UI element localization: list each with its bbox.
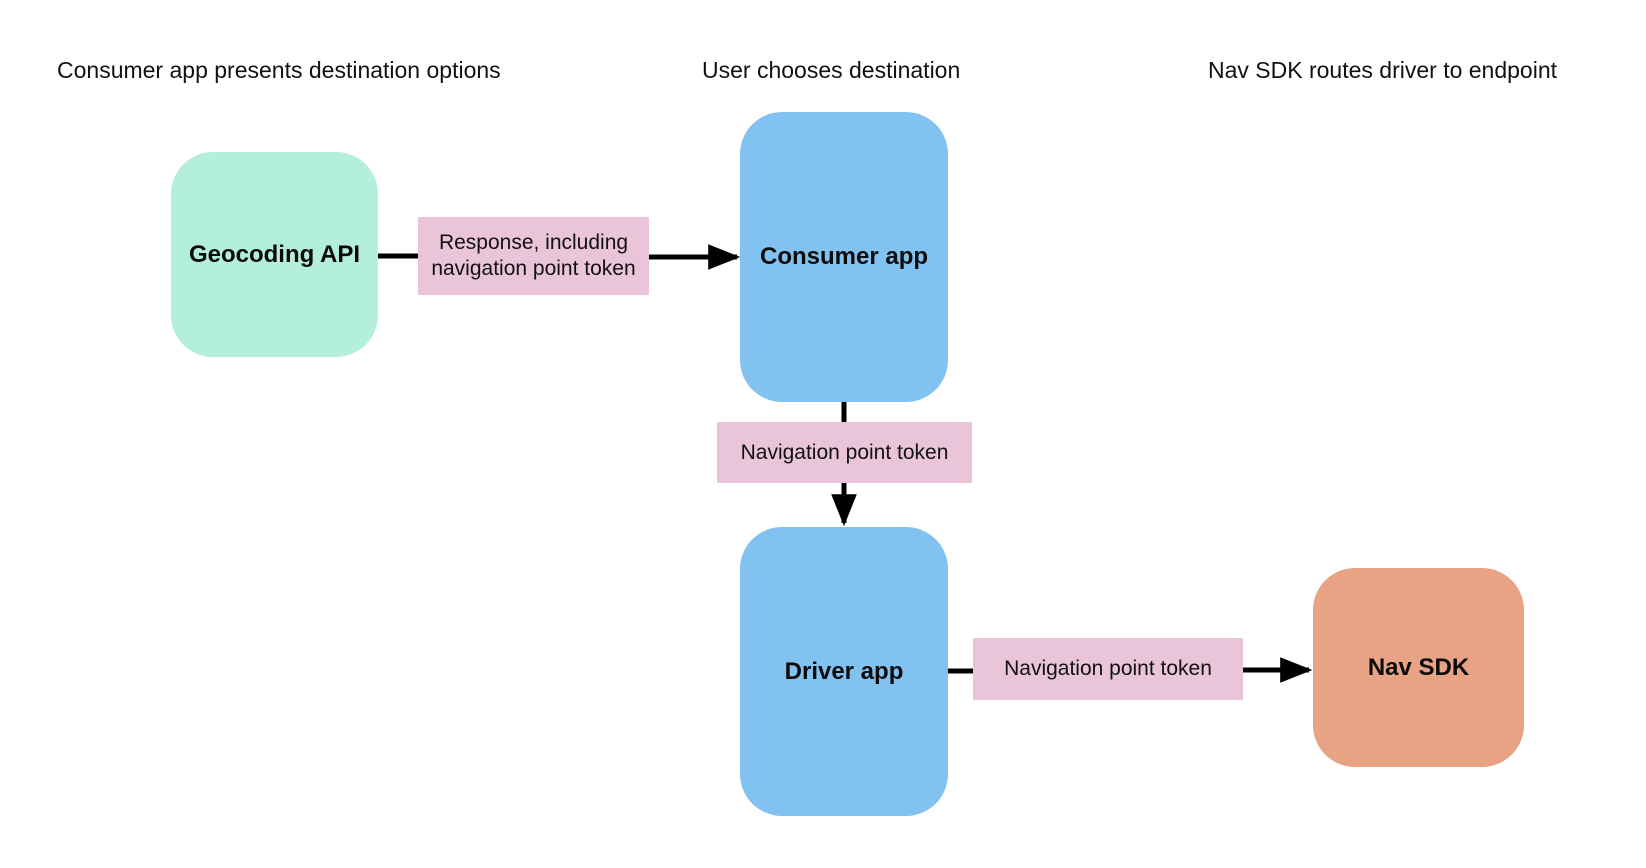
edge-label-response-including-token: Response, including navigation point tok… [418, 217, 649, 295]
stage-header-consumer-presents: Consumer app presents destination option… [57, 57, 501, 83]
edge-label-navigation-point-token-1: Navigation point token [717, 422, 972, 483]
node-driver-app: Driver app [740, 527, 948, 816]
stage-header-user-chooses: User chooses destination [702, 57, 961, 83]
node-consumer-app: Consumer app [740, 112, 948, 402]
node-geocoding-api: Geocoding API [171, 152, 378, 357]
node-geocoding-api-label: Geocoding API [188, 240, 361, 268]
node-consumer-app-label: Consumer app [759, 243, 929, 270]
node-nav-sdk-label: Nav SDK [1367, 653, 1470, 681]
edge-label-navigation-point-token-2: Navigation point token [973, 638, 1243, 700]
stage-header-navsdk-routes: Nav SDK routes driver to endpoint [1208, 57, 1558, 83]
node-driver-app-label: Driver app [784, 657, 904, 685]
node-nav-sdk: Nav SDK [1313, 568, 1524, 767]
